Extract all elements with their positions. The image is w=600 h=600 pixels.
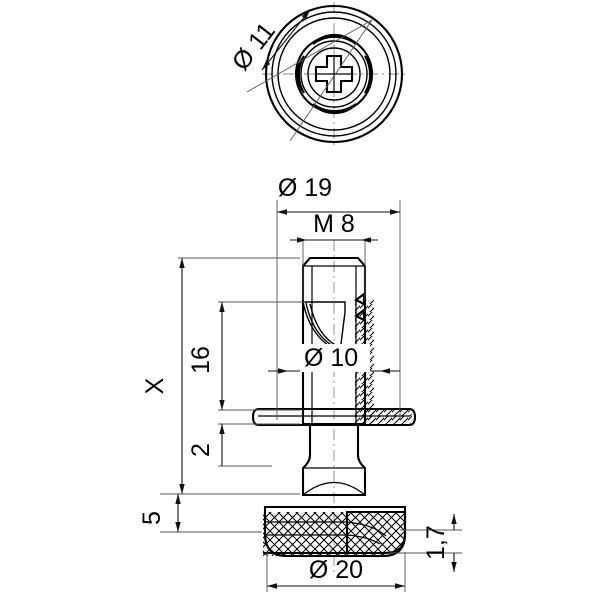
- stud-neck: [301, 423, 367, 497]
- dimension-label-dia19: Ø 19: [278, 174, 332, 202]
- thread-profile: [354, 291, 366, 322]
- dimension-label-x: X: [141, 377, 169, 394]
- dimension-label-m8: M 8: [313, 210, 355, 238]
- top-view-rim-inner: [271, 11, 397, 137]
- cross-recess-screw-icon: [314, 54, 354, 94]
- dimension-label-dia10: Ø 10: [304, 344, 358, 372]
- flange-collar: [251, 407, 417, 427]
- dimension-dia19: Ø 19: [276, 174, 401, 420]
- top-view-screw-boss: [307, 47, 361, 101]
- dimension-label-2: 2: [187, 443, 215, 457]
- dimension-m8: M 8: [290, 210, 378, 300]
- top-view-group: Ø 11: [227, 2, 406, 146]
- top-view-outer-rim: [264, 4, 404, 144]
- dimension-1-7: 1,7: [390, 514, 462, 572]
- dimension-dia10: Ø 10: [268, 344, 400, 374]
- dimension-label-5: 5: [138, 511, 166, 525]
- rubber-pad-section: [263, 510, 407, 556]
- dimension-x: X: [141, 257, 300, 495]
- dimension-16: 16: [187, 301, 305, 411]
- top-view-hub-inner: [300, 40, 368, 108]
- dimension-label-dia20: Ø 20: [309, 556, 363, 584]
- dimension-dia20: Ø 20: [266, 552, 406, 592]
- dimension-label-1-7: 1,7: [422, 525, 450, 560]
- dimension-2: 2: [187, 423, 300, 467]
- dimension-5: 5: [138, 493, 300, 533]
- front-section-view-group: [251, 240, 417, 575]
- dimension-label-16: 16: [187, 346, 215, 374]
- dimension-layer: Ø 19 M 8 X: [138, 174, 462, 592]
